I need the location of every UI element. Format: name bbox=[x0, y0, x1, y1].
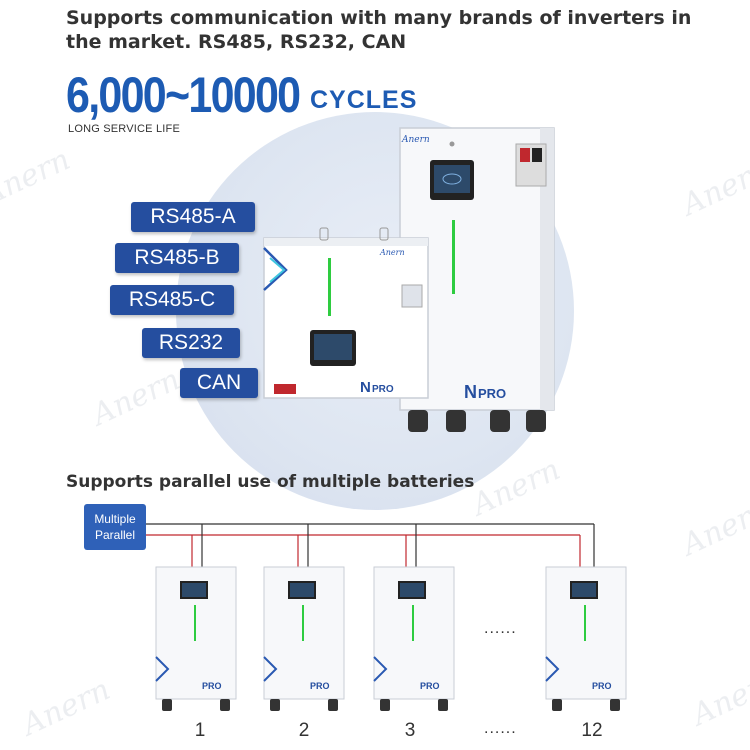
unit-number-1: 1 bbox=[194, 720, 206, 741]
multiple-parallel-label-1: Multiple bbox=[94, 512, 136, 526]
cycles-subtitle: LONG SERVICE LIFE bbox=[68, 123, 181, 135]
watermark: Anern bbox=[686, 662, 750, 733]
watermark: Anern bbox=[0, 142, 76, 213]
wall-battery: Anern N PRO bbox=[263, 227, 429, 399]
protocol-tag-rs232: RS232 bbox=[142, 328, 240, 358]
headline: Supports communication with many brands … bbox=[66, 7, 692, 53]
parallel-title: Supports parallel use of multiple batter… bbox=[66, 472, 475, 492]
product-label-pro: PRO bbox=[202, 681, 222, 691]
protocol-tag-rs485-b: RS485-B bbox=[115, 243, 239, 273]
watermark: Anern bbox=[16, 672, 116, 743]
product-label-pro: PRO bbox=[420, 681, 440, 691]
parallel-wiring-diagram bbox=[146, 523, 595, 569]
cycles-number: 6,000~10000 bbox=[66, 67, 301, 123]
product-label-n: N bbox=[464, 382, 477, 402]
brand-logo: Anern bbox=[401, 135, 430, 145]
product-label-pro: PRO bbox=[478, 386, 506, 401]
brand-logo: Anern bbox=[379, 248, 405, 257]
unit-number-2: 2 bbox=[298, 720, 310, 741]
watermark: Anern bbox=[676, 492, 750, 563]
multiple-parallel-box: Multiple Parallel bbox=[84, 504, 146, 550]
product-label-pro: PRO bbox=[310, 681, 330, 691]
unit-number-12: 12 bbox=[581, 720, 603, 741]
cycles-unit: CYCLES bbox=[310, 86, 418, 114]
ellipsis-middle: ...... bbox=[484, 620, 517, 637]
watermark: Anern bbox=[86, 362, 186, 433]
protocol-tag-can: CAN bbox=[180, 368, 258, 398]
unit-number-3: 3 bbox=[404, 720, 416, 741]
watermark: Anern bbox=[676, 152, 750, 223]
battery-unit-1: PRO bbox=[155, 566, 237, 711]
battery-unit-2: PRO bbox=[263, 566, 345, 711]
product-label-pro: PRO bbox=[372, 384, 394, 395]
ellipsis-bottom: ...... bbox=[484, 720, 517, 737]
product-label-n: N bbox=[360, 379, 371, 396]
product-label-pro: PRO bbox=[592, 681, 612, 691]
protocol-tag-rs485-a: RS485-A bbox=[131, 202, 255, 232]
cycles-banner: 6,000~10000 CYCLES bbox=[66, 66, 416, 124]
battery-product-image: Anern N PRO Anern N PRO bbox=[263, 127, 555, 432]
battery-unit-3: PRO bbox=[373, 566, 455, 711]
battery-unit-12: PRO bbox=[545, 566, 627, 711]
protocol-tag-rs485-c: RS485-C bbox=[110, 285, 234, 315]
multiple-parallel-label-2: Parallel bbox=[94, 528, 135, 542]
